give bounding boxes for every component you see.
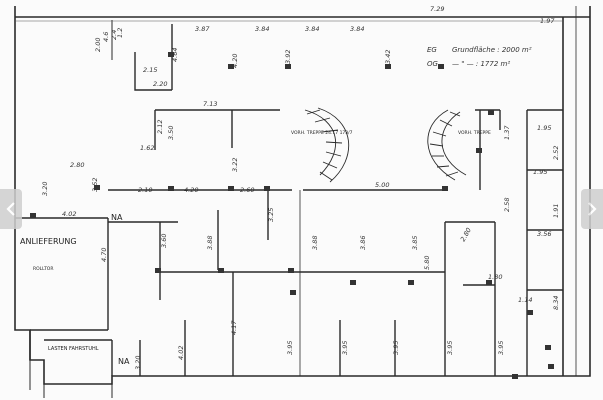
- dim-label: 3.95: [341, 341, 349, 355]
- dim-label: 3.95: [446, 341, 454, 355]
- staircase-right: [427, 109, 467, 181]
- previous-image-button[interactable]: [0, 189, 22, 229]
- dim-label: 3.88: [206, 236, 214, 250]
- dim-label: 4.64: [171, 48, 179, 62]
- staircase-left: [304, 107, 350, 183]
- next-image-button[interactable]: [581, 189, 603, 229]
- dim-label: 2.00: [94, 38, 102, 52]
- dimension-labels: 3.87 3.84 3.84 3.84 7.29 1.97 2.20 2.15 …: [62, 5, 555, 304]
- dim-top-5: 7.29: [430, 5, 444, 13]
- dim-label: 2.10: [138, 186, 152, 194]
- og-area-text: — " — : 1772 m²: [452, 60, 510, 68]
- dim-label: 5.80: [423, 256, 431, 270]
- na-label-bottom: NA: [118, 357, 130, 366]
- dim-label: 4.70: [100, 248, 108, 262]
- stair-right-label: VORH. TREPPE: [458, 130, 491, 136]
- dim-label: 3.56: [537, 230, 551, 238]
- chevron-right-icon: [588, 202, 597, 216]
- dim-label: 3.95: [286, 341, 294, 355]
- eg-area-text: Grundfläche : 2000 m²: [452, 46, 532, 54]
- dim-label: 1.95: [537, 124, 551, 132]
- dim-top-1: 3.87: [195, 25, 210, 33]
- dim-label: 2.4: [110, 30, 118, 40]
- dim-label: 2.20: [153, 80, 167, 88]
- dim-label: 3.50: [167, 126, 175, 140]
- dim-label: 3.95: [392, 341, 400, 355]
- dim-label: 3.20: [134, 356, 142, 370]
- dim-label: 3.42: [384, 50, 392, 64]
- dim-top-2: 3.84: [255, 25, 269, 33]
- dim-label: 1.80: [488, 273, 502, 281]
- og-label: OG: [427, 60, 439, 68]
- dim-label: 3.22: [231, 158, 239, 172]
- dim-label: 4.20: [231, 54, 239, 68]
- stair-left-label: VORH. TREPPE 24.17 173/7: [291, 130, 353, 136]
- dim-label: 1.14: [518, 296, 532, 304]
- area-notes: EG Grundfläche : 2000 m² OG — " — : 1772…: [427, 46, 532, 68]
- dim-label: 3.95: [497, 341, 505, 355]
- dim-label: 7.13: [203, 100, 217, 108]
- dim-label: 1.2: [116, 28, 124, 38]
- dim-label: 2.52: [552, 146, 560, 160]
- dim-label: 2.15: [143, 66, 157, 74]
- dim-label: 3.85: [411, 236, 419, 250]
- outer-walls: [14, 6, 591, 398]
- dim-label: 4.20: [184, 186, 198, 194]
- dim-label: 4.6: [102, 32, 110, 42]
- dim-label: 3.92: [284, 50, 292, 64]
- dim-label: 2.12: [156, 120, 164, 134]
- dim-label: 8.34: [552, 296, 560, 310]
- dim-label: 1.37: [503, 125, 511, 140]
- lastenaufzug-label: LASTEN FAHRSTUHL: [48, 346, 99, 352]
- dim-label: 3.88: [311, 236, 319, 250]
- pillars: [30, 52, 554, 379]
- dim-top-3: 3.84: [305, 25, 319, 33]
- rolltor-label: ROLLTOR: [33, 266, 53, 272]
- eg-label: EG: [427, 46, 437, 54]
- chevron-left-icon: [6, 202, 15, 216]
- room-labels: ANLIEFERUNG NA NA LASTEN FAHRSTUHL ROLLT…: [20, 130, 491, 366]
- dim-label: 3.20: [41, 182, 49, 196]
- dim-label: 3.25: [267, 208, 275, 222]
- dim-label: 3.52: [91, 178, 99, 192]
- dim-label: 3.86: [359, 236, 367, 250]
- dim-label: 1.95: [533, 168, 547, 176]
- dim-label: 3.60: [160, 234, 168, 248]
- na-label-top: NA: [111, 213, 123, 222]
- dim-label: 2.80: [70, 161, 84, 169]
- dim-label: 4.02: [177, 346, 185, 360]
- dim-top-6: 1.97: [540, 17, 555, 25]
- dim-label: 1.91: [552, 204, 560, 218]
- dim-label: 1.62: [140, 144, 154, 152]
- dim-label: 4.02: [62, 210, 76, 218]
- dim-label: 2.60: [240, 186, 254, 194]
- dim-label: 4.17: [230, 320, 238, 335]
- dim-label: 5.00: [375, 181, 389, 189]
- dim-top-4: 3.84: [350, 25, 364, 33]
- anlieferung-label: ANLIEFERUNG: [20, 237, 77, 246]
- dim-label: 2.58: [503, 198, 511, 212]
